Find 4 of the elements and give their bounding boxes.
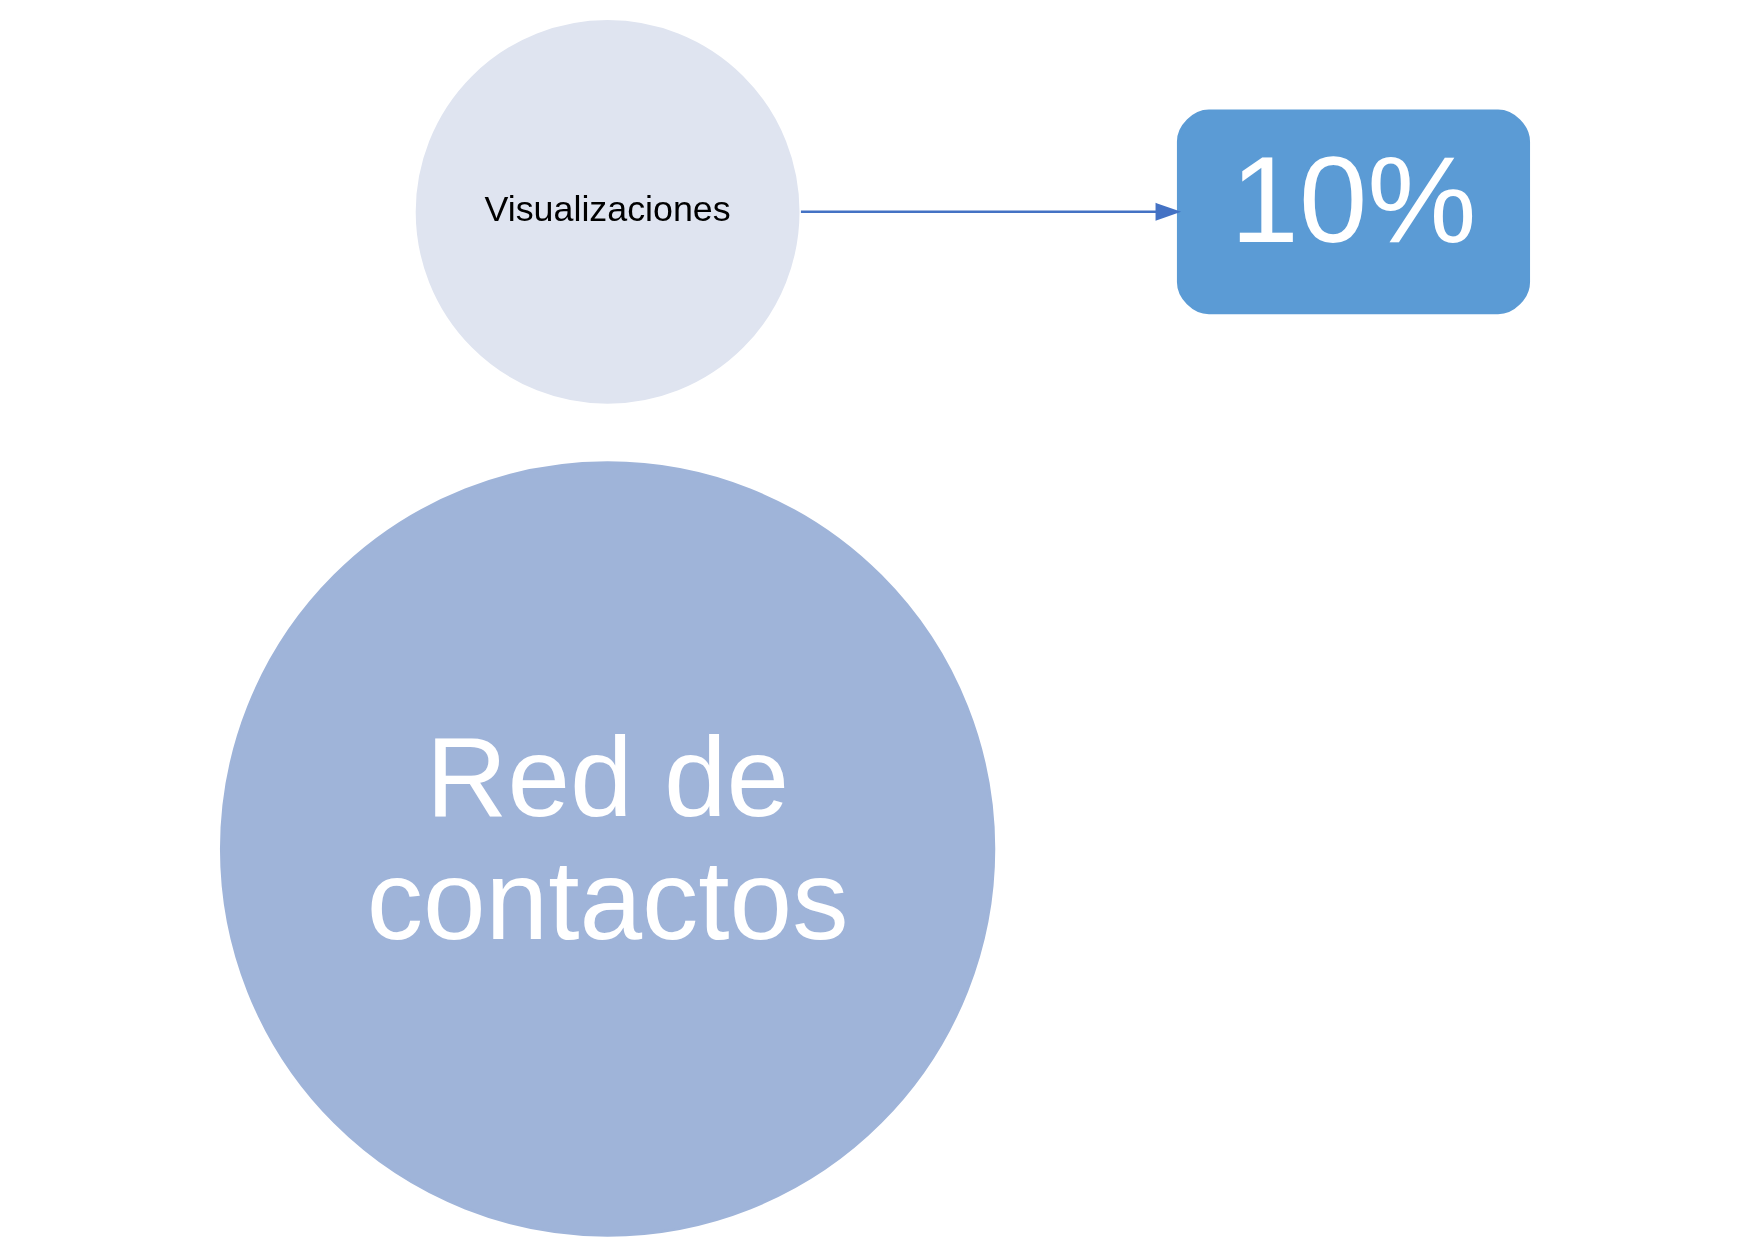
node-circle: Visualizaciones	[412, 17, 802, 407]
node-circle: Red de contactos	[219, 461, 995, 1237]
arrow	[800, 202, 1181, 221]
node-box: 10%	[1176, 109, 1530, 315]
